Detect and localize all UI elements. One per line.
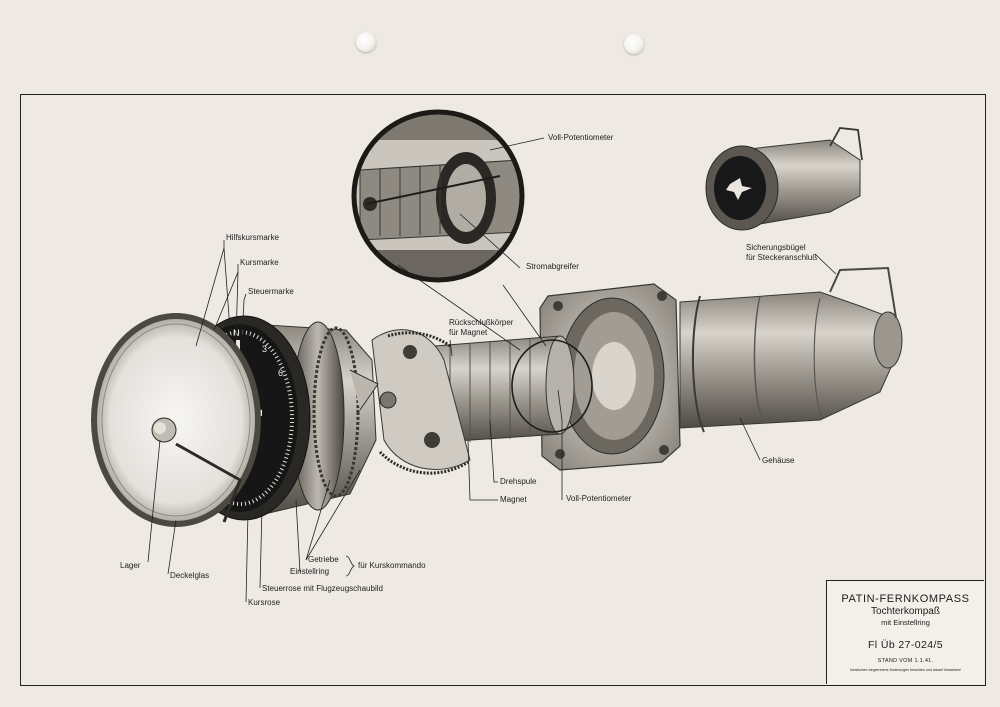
label-sicherungsbuegel-2: für Steckeranschluß bbox=[746, 253, 818, 262]
gear-plate bbox=[371, 329, 471, 475]
label-fuer-kurskommando: für Kurskommando bbox=[358, 561, 426, 570]
drawing-frame bbox=[20, 94, 986, 686]
label-voll-potentiometer-bottom: Voll-Potentiometer bbox=[566, 494, 632, 503]
label-einstellring: Einstellring bbox=[290, 567, 330, 576]
punch-hole-left bbox=[356, 32, 376, 52]
label-kursrose: Kursrose bbox=[248, 598, 281, 607]
dial-mark-3: 3 bbox=[262, 344, 267, 354]
label-lager: Lager bbox=[120, 561, 141, 570]
label-getriebe: Getriebe bbox=[308, 555, 339, 564]
title-block: PATIN-FERNKOMPASS Tochterkompaß mit Eins… bbox=[826, 580, 984, 684]
label-rueckschluss-2: für Magnet bbox=[449, 328, 488, 337]
title-block-subtitle2: mit Einstellring bbox=[881, 618, 930, 627]
label-steuermarke: Steuermarke bbox=[248, 287, 294, 296]
connector-detail bbox=[705, 127, 863, 231]
title-block-subtitle: Tochterkompaß bbox=[871, 606, 940, 617]
housing bbox=[539, 266, 903, 471]
label-rueckschluss-1: Rückschlußkörper bbox=[449, 318, 514, 327]
label-hilfskursmarke: Hilfskursmarke bbox=[226, 233, 279, 242]
label-sicherungsbuegel-1: Sicherungsbügel bbox=[746, 243, 806, 252]
title-block-title: PATIN-FERNKOMPASS bbox=[841, 593, 970, 605]
label-drehspule: Drehspule bbox=[500, 477, 537, 486]
label-voll-potentiometer-top: Voll-Potentiometer bbox=[548, 133, 614, 142]
detail-circle bbox=[351, 109, 525, 283]
label-stromabgreifer: Stromabgreifer bbox=[526, 262, 579, 271]
cover-glass bbox=[91, 313, 261, 527]
title-block-note: Inzwischen eingetretene Änderungen beach… bbox=[849, 668, 962, 672]
label-steuerrose: Steuerrose mit Flugzeugschaubild bbox=[262, 584, 383, 593]
title-block-doc-number: Fl Üb 27-024/5 bbox=[867, 639, 944, 651]
dial-mark-6: 6 bbox=[278, 368, 283, 378]
punch-hole-right bbox=[624, 34, 644, 54]
title-block-stand: STAND VOM 1.1.41. bbox=[877, 658, 934, 664]
label-kursmarke: Kursmarke bbox=[240, 258, 279, 267]
label-gehaeuse: Gehäuse bbox=[762, 456, 795, 465]
label-deckelglas: Deckelglas bbox=[170, 571, 210, 580]
leader-lines bbox=[147, 137, 837, 603]
label-magnet: Magnet bbox=[500, 495, 527, 504]
